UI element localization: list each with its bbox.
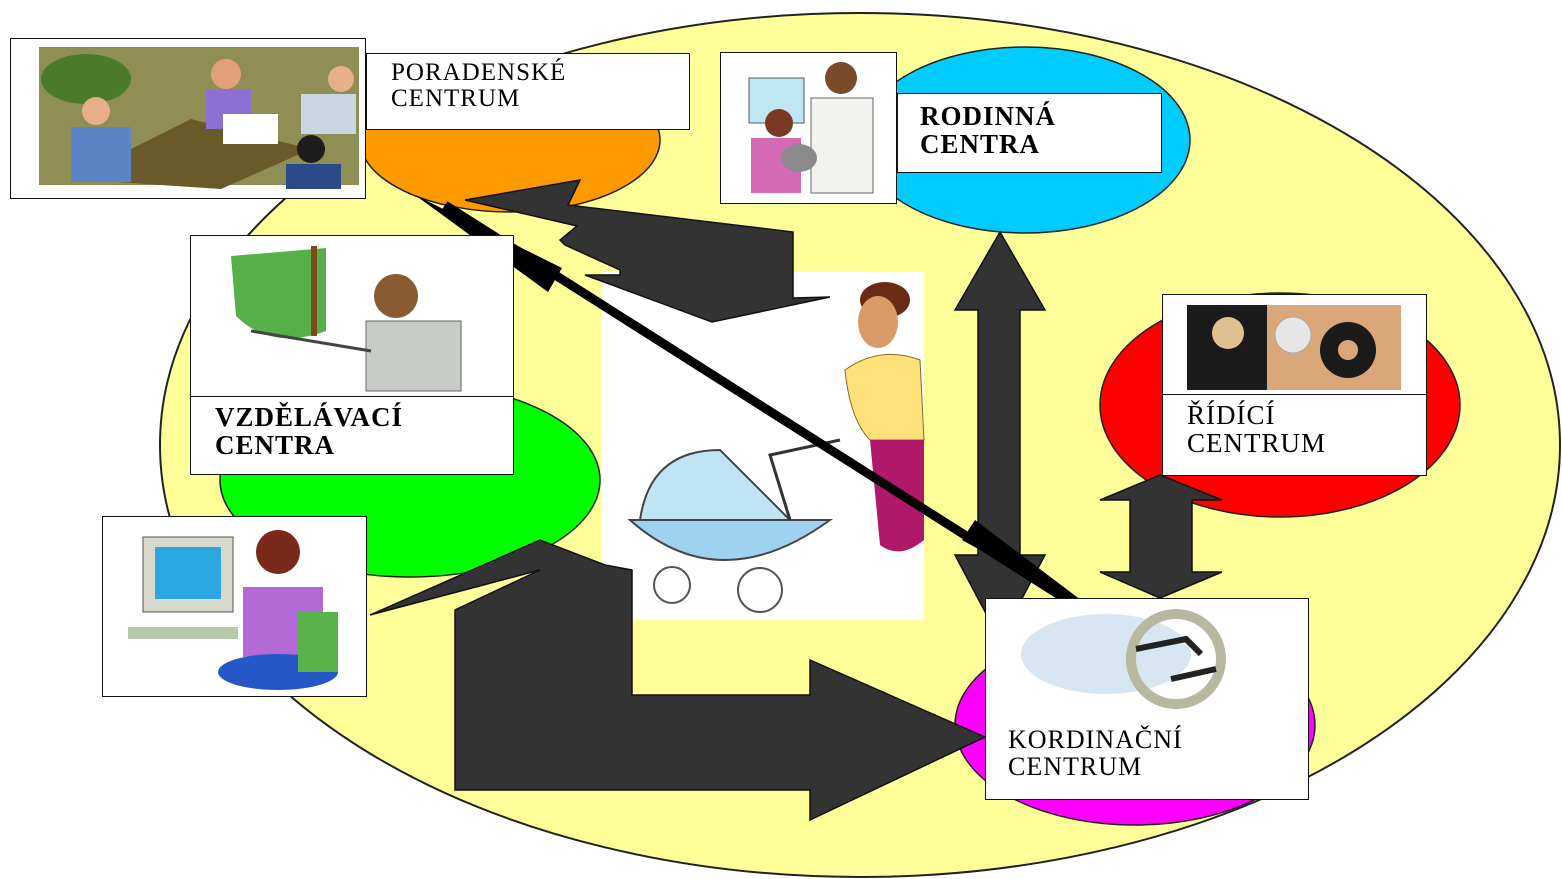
node-label-poradenske: PORADENSKÉ CENTRUM [366,53,690,130]
meeting-clipart-icon [10,38,366,199]
node-label-vzdelavaci-line1: VZDĚLÁVACÍ [215,402,404,432]
node-label-kordinacni: KORDINAČNÍ CENTRUM [985,718,1309,800]
family-clipart-svg [748,62,874,194]
mother-pram-clipart-icon [602,272,925,620]
node-label-vzdelavaci-line2: CENTRA [215,430,336,461]
gears-clipart-svg [1187,305,1401,390]
node-label-rodinna-line2: CENTRA [920,129,1041,160]
node-label-rodinna: RODINNÁ CENTRA [897,93,1162,173]
arrow-poradenske-center [464,179,831,323]
node-label-ridici-line1: ŘÍDÍCÍ [1187,400,1276,430]
arrow-computer-kordinacni [369,539,987,822]
node-label-kordinacni-line1: KORDINAČNÍ [1008,725,1183,754]
node-label-poradenske-line1: PORADENSKÉ [391,59,567,86]
node-label-poradenske-line2: CENTRUM [391,85,521,113]
gear-people-clipart-svg [1021,609,1226,709]
node-label-vzdelavaci: VZDĚLÁVACÍ CENTRA [190,396,514,475]
meeting-clipart-svg [39,47,359,189]
computer-user-clipart-svg [128,530,338,690]
node-label-ridici-line2: CENTRUM [1187,428,1327,459]
computer-user-clipart-icon [102,516,367,697]
family-clipart-icon [720,52,897,204]
node-label-kordinacni-line2: CENTRUM [1008,752,1143,782]
node-label-rodinna-line1: RODINNÁ [920,101,1057,131]
teacher-clipart-svg [231,246,462,392]
node-label-ridici: ŘÍDÍCÍ CENTRUM [1162,394,1427,476]
